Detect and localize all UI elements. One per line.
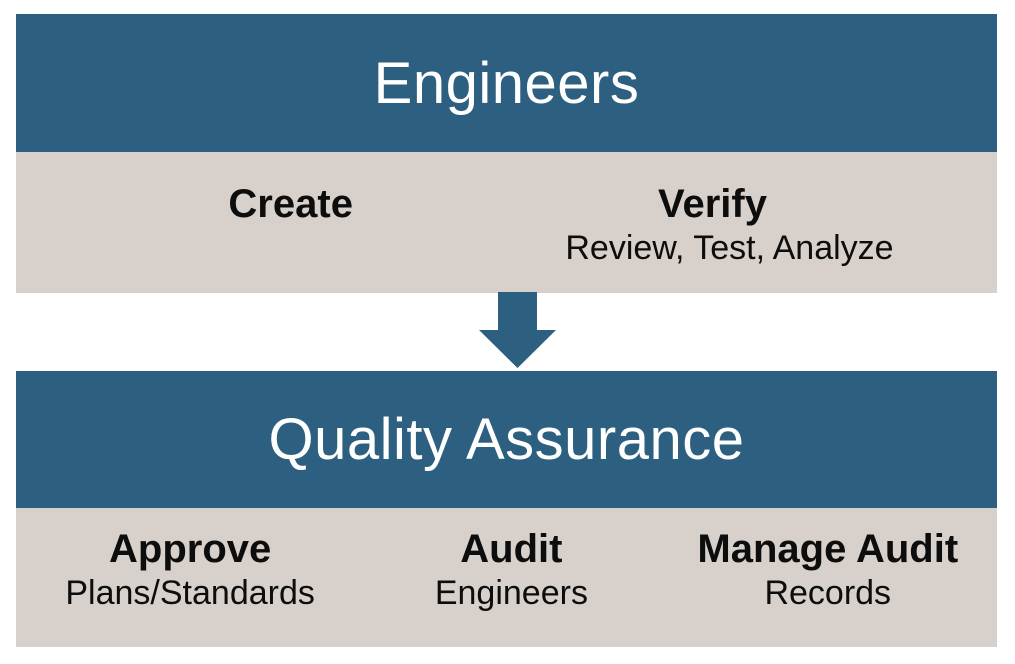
role-audit: Audit Engineers [364, 508, 658, 647]
role-approve-sub: Plans/Standards [65, 574, 315, 612]
role-manage-audit-label: Manage Audit [697, 527, 959, 571]
role-audit-sub: Engineers [434, 574, 588, 612]
role-verify-label: Verify [658, 182, 767, 226]
down-arrow-icon [479, 292, 556, 368]
qa-header: Quality Assurance [16, 371, 997, 508]
qa-roles-band: Approve Plans/Standards Audit Engineers … [16, 508, 997, 647]
engineers-title: Engineers [373, 50, 640, 116]
role-approve-label: Approve [109, 527, 272, 571]
role-manage-audit: Manage Audit Records [659, 508, 997, 647]
role-verify: Verify Review, Test, Analyze [565, 152, 894, 293]
role-create: Create [16, 152, 565, 293]
engineers-roles-band: Create Verify Review, Test, Analyze [16, 152, 997, 293]
roles-band-spacer [860, 152, 997, 293]
role-create-label: Create [228, 182, 353, 226]
quality-assurance-section: Quality Assurance Approve Plans/Standard… [16, 371, 997, 647]
qa-title: Quality Assurance [268, 407, 745, 472]
role-approve: Approve Plans/Standards [16, 508, 364, 647]
role-manage-audit-sub: Records [764, 574, 892, 612]
engineers-section: Engineers Create Verify Review, Test, An… [16, 14, 997, 293]
role-verify-sub: Review, Test, Analyze [565, 229, 894, 267]
role-audit-label: Audit [460, 527, 563, 571]
engineers-header: Engineers [16, 14, 997, 152]
